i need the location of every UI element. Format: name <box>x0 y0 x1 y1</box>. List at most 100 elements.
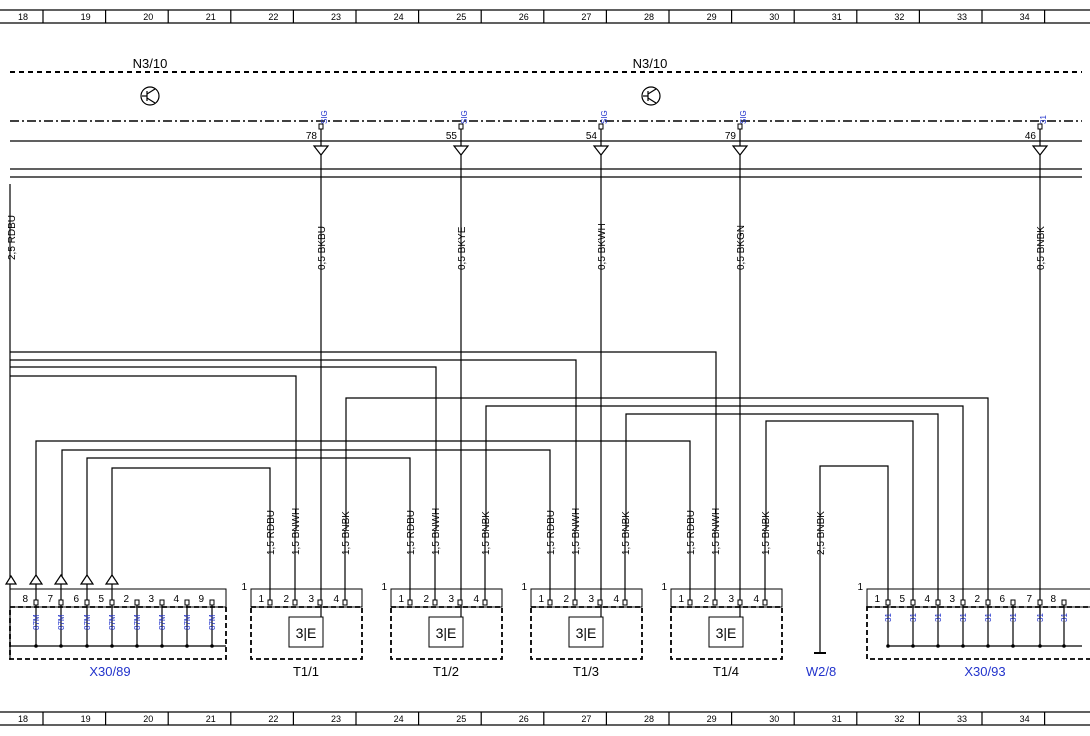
coil-pin-terminal <box>482 599 488 606</box>
coil-symbol-glyph: 3|E <box>716 625 737 641</box>
supply-wire <box>111 467 271 580</box>
wire-label: 1,5 RDBU <box>406 510 417 555</box>
ground-wire <box>819 465 889 652</box>
coil-pin-terminal <box>432 599 438 606</box>
ruler-bottom-column-number: 34 <box>1020 714 1030 724</box>
coil-pin-terminal <box>267 599 273 606</box>
ruler-bottom-column-number: 29 <box>707 714 717 724</box>
ruler-top-column-number: 19 <box>81 12 91 22</box>
pin-number: 79 <box>725 131 737 142</box>
coil-pin-terminal <box>622 599 628 606</box>
connector-pin-terminal <box>109 599 115 606</box>
connector-pin1-marker: 1 <box>857 582 863 593</box>
pin-number: 46 <box>1025 131 1037 142</box>
pin-number: 78 <box>306 131 318 142</box>
ruler-bottom-column-number: 22 <box>268 714 278 724</box>
coil-symbol-icon <box>288 616 324 648</box>
ruler-bottom-column-number: 23 <box>331 714 341 724</box>
coil-pin1-marker: 1 <box>661 582 667 593</box>
coil-pin-terminal <box>687 599 693 606</box>
coil-label: T1/2 <box>433 664 459 679</box>
connector-pin-terminal <box>33 599 39 606</box>
wire-label: 1,5 RDBU <box>546 510 557 555</box>
coil-pin-number: 1 <box>678 594 684 605</box>
coil-box <box>250 606 363 660</box>
connector-box <box>866 606 1090 660</box>
ruler-top-column-number: 31 <box>832 12 842 22</box>
coil-box <box>390 606 503 660</box>
coil-symbol-icon <box>428 616 464 648</box>
coil-pin-number: 3 <box>448 594 454 605</box>
junction-dot <box>110 644 114 648</box>
coil-symbol-icon <box>568 616 604 648</box>
ruler-top-column-number: 27 <box>581 12 591 22</box>
wire-label: 1,5 BNWH <box>571 508 582 555</box>
coil-pin-number: 3 <box>728 594 734 605</box>
connector-pin-number: 3 <box>148 594 154 605</box>
connector-label: X30/89 <box>89 664 130 679</box>
coil-pin-number: 4 <box>333 594 339 605</box>
junction-dot <box>1062 644 1066 648</box>
connector-pin-terminal <box>184 599 190 606</box>
pin-arrow-icon <box>53 573 69 585</box>
connector-pin-number: 5 <box>98 594 104 605</box>
ground-wire <box>625 413 939 600</box>
wire-label: 1,5 BNBK <box>761 511 772 555</box>
connector-header <box>9 588 227 608</box>
ruler-bottom-column-number: 20 <box>143 714 153 724</box>
coil-pin-terminal <box>407 599 413 606</box>
ground-wire <box>485 405 964 600</box>
wire-label: 1,5 BNBK <box>621 511 632 555</box>
coil-pin-terminal <box>342 599 348 606</box>
connector-pin-number: 9 <box>198 594 204 605</box>
ruler-top-column-number: 30 <box>769 12 779 22</box>
transistor-icon-emitter <box>647 97 657 104</box>
connector-pin-terminal <box>209 599 215 606</box>
ruler-top-column-number: 32 <box>894 12 904 22</box>
pin-arrow-icon <box>731 145 749 156</box>
ruler-top-column-number: 20 <box>143 12 153 22</box>
connector-pin-number: 7 <box>47 594 53 605</box>
ruler-bottom-column-number: 32 <box>894 714 904 724</box>
connector-pin-number: 2 <box>123 594 129 605</box>
coil-pin-number: 3 <box>308 594 314 605</box>
coil-pin-number: 1 <box>398 594 404 605</box>
wire-label: 0,5 BKWH <box>597 223 608 270</box>
pin-number: 54 <box>586 131 598 142</box>
connector-pin-signal: 31 <box>1036 613 1045 622</box>
pin-arrow-icon <box>79 573 95 585</box>
junction-dot <box>135 644 139 648</box>
ruler-top-column-number: 26 <box>519 12 529 22</box>
connector-pin-number: 6 <box>999 594 1005 605</box>
coil-symbol-glyph: 3|E <box>296 625 317 641</box>
wire-label: 0,5 BNBK <box>1036 226 1047 270</box>
wire-label: 1,5 RDBU <box>266 510 277 555</box>
module-label: N3/10 <box>133 56 168 71</box>
ruler-top-column-number: 23 <box>331 12 341 22</box>
wire-label: 2,5 RDBU <box>7 215 18 260</box>
connector-pin-number: 8 <box>22 594 28 605</box>
coil-pin-number: 4 <box>613 594 619 605</box>
coil-pin-terminal <box>762 599 768 606</box>
coil-pin-number: 4 <box>753 594 759 605</box>
connector-pin-terminal <box>134 599 140 606</box>
ruler-top-column-number: 34 <box>1020 12 1030 22</box>
coil-symbol-icon <box>708 616 744 648</box>
transistor-icon-emitter <box>146 97 156 104</box>
ruler-bottom-column-number: 27 <box>581 714 591 724</box>
connector-pin-number: 7 <box>1026 594 1032 605</box>
connector-pin-terminal <box>84 599 90 606</box>
coil-pin-number: 2 <box>423 594 429 605</box>
wire-label: 0,5 BKGN <box>736 225 747 270</box>
pin-arrow-icon <box>104 573 120 585</box>
ruler-bottom-column-number: 24 <box>394 714 404 724</box>
connector-pin-number: 2 <box>974 594 980 605</box>
ground-wire <box>765 420 914 600</box>
connector-pin-number: 5 <box>899 594 905 605</box>
junction-dot <box>1011 644 1015 648</box>
coil-pin-terminal <box>597 599 603 606</box>
pin-arrow-icon <box>1031 145 1049 156</box>
connector-pin-number: 1 <box>874 594 880 605</box>
supply-wire <box>61 449 551 580</box>
wire-label: 1,5 BNWH <box>711 508 722 555</box>
